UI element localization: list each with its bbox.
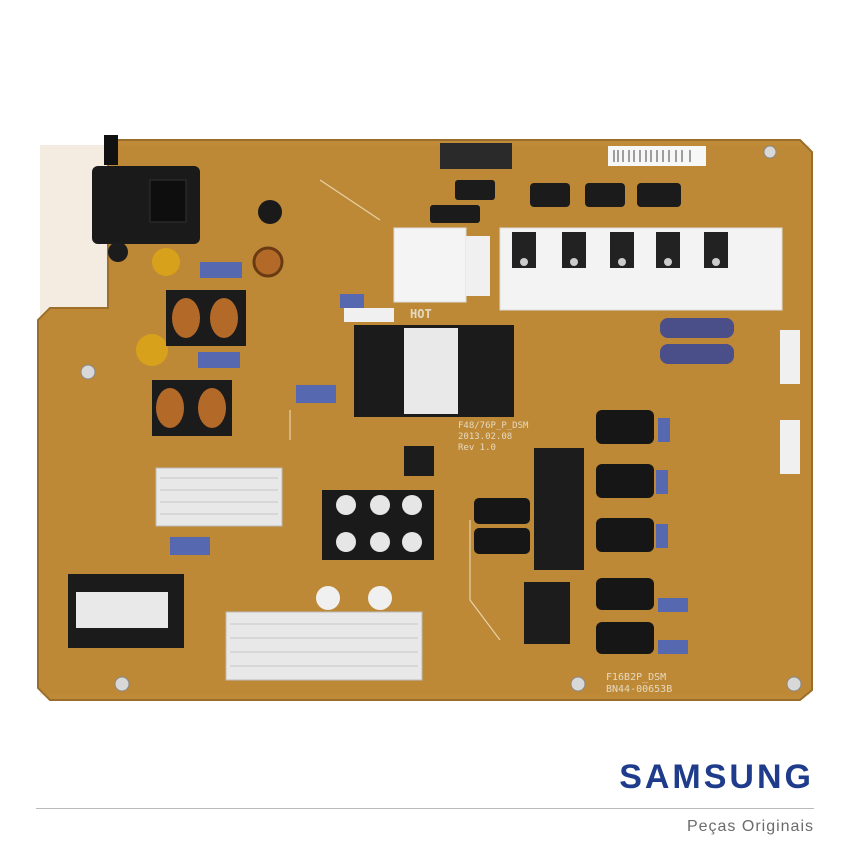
tagline: Peças Originais xyxy=(686,818,814,835)
ic-small xyxy=(524,582,570,644)
transformer-main xyxy=(354,325,514,417)
hot-label: HOT xyxy=(410,307,432,321)
model-label: F48/76P_P_DSM xyxy=(458,421,529,431)
bulk-capacitors xyxy=(322,490,434,560)
transistor-row xyxy=(512,232,728,268)
output-capacitors xyxy=(660,318,734,364)
part-number-label: BN44-00653B xyxy=(606,684,672,695)
choke-2 xyxy=(152,380,232,436)
heatsink-left xyxy=(155,467,283,527)
date-label: 2013.02.08 xyxy=(458,432,512,442)
samsung-logo: SAMSUNG xyxy=(619,758,814,796)
power-board-photo: HOT F48/76P_P_DSM 2013.02.08 Rev 1.0 F16… xyxy=(37,135,813,701)
divider xyxy=(36,808,814,809)
heatsink-top xyxy=(499,227,783,311)
rev-label: Rev 1.0 xyxy=(458,443,496,453)
transformer-top xyxy=(393,227,490,303)
choke-1 xyxy=(166,290,246,346)
ic-controller xyxy=(534,448,584,570)
bottom-model-label: F16B2P_DSM xyxy=(606,672,666,683)
heatsink-bottom xyxy=(225,611,423,681)
